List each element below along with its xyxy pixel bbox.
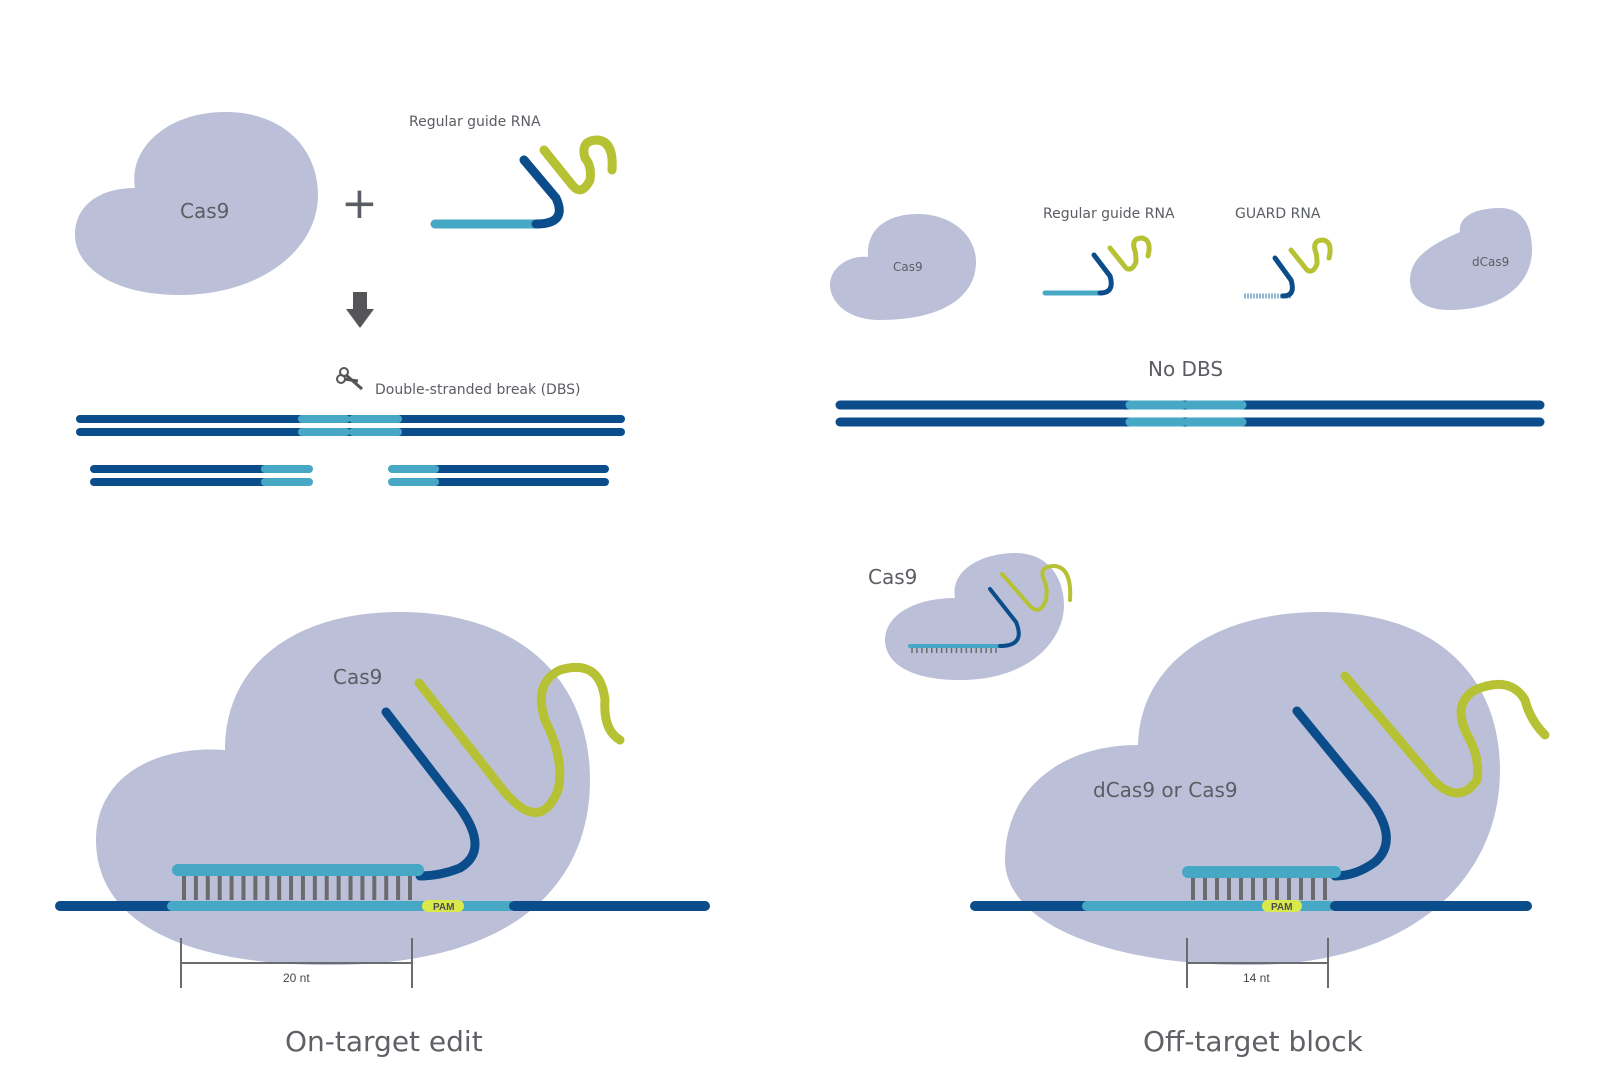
regular-guide-rna-icon-small	[1042, 235, 1152, 296]
cas9-protein-shape	[75, 112, 318, 295]
span-20nt-label: 20 nt	[283, 971, 310, 985]
pam-label-right: PAM	[1271, 902, 1292, 913]
intact-dna-duplex	[76, 415, 625, 436]
on-target-panel: Cas9 + Regular guide RNA Double-stranded…	[55, 112, 710, 1058]
guide-rna-scaffold-dark	[381, 707, 480, 881]
guide-rna-scaffold-lime	[414, 662, 625, 817]
guide-rna-icon	[430, 135, 617, 229]
guard-rna-bound-small	[908, 564, 1073, 653]
no-dbs-label: No DBS	[1148, 357, 1223, 381]
span-dimension-bracket-right	[1186, 938, 1329, 988]
plus-sign: +	[341, 178, 378, 229]
regular-guide-rna-label-right: Regular guide RNA	[1043, 206, 1175, 222]
cas9-protein-shape-small	[830, 214, 976, 320]
off-target-panel: Cas9 Regular guide RNA GUARD RNA dCas9 N…	[830, 206, 1550, 1058]
cas9-label: Cas9	[180, 199, 229, 223]
regular-guide-rna-label: Regular guide RNA	[409, 114, 541, 130]
cas9-guard-complex-small-shape	[885, 553, 1064, 680]
pam-label: PAM	[433, 902, 454, 913]
cas9-small-complex-label: Cas9	[868, 565, 917, 589]
guard-rna-icon-small	[1244, 237, 1333, 299]
dcas9-protein-shape	[1410, 208, 1532, 310]
dcas9-complex-protein-shape	[1005, 612, 1500, 965]
span-14nt-label: 14 nt	[1243, 971, 1270, 985]
cas9-small-label: Cas9	[893, 260, 923, 274]
dbs-label: Double-stranded break (DBS)	[375, 382, 581, 398]
cut-dna-right-fragment	[388, 465, 609, 486]
base-pair-rungs-right	[1191, 878, 1327, 900]
guide-rna-scaffold-lime-right	[1340, 671, 1550, 798]
base-pair-rungs	[182, 876, 412, 900]
pam-marker-right	[1262, 900, 1302, 912]
dcas9-label: dCas9	[1472, 255, 1509, 269]
dcas9-complex-label: dCas9 or Cas9	[1093, 778, 1238, 802]
intact-dna-duplex-right	[835, 400, 1545, 427]
pam-marker	[422, 900, 464, 912]
scissors-icon	[336, 367, 363, 391]
span-dimension-bracket	[180, 938, 413, 988]
cas9-complex-label: Cas9	[333, 665, 382, 689]
cut-dna-left-fragment	[90, 465, 313, 486]
guide-rna-scaffold-dark-right	[1292, 706, 1391, 881]
off-target-block-title: Off-target block	[1143, 1025, 1364, 1058]
guard-rna-label: GUARD RNA	[1235, 206, 1321, 222]
on-target-edit-title: On-target edit	[285, 1025, 483, 1058]
down-arrow-icon	[346, 292, 374, 328]
